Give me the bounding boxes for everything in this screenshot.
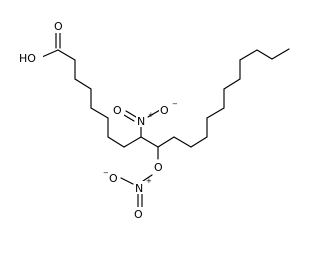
hydroxyl-label: HO — [19, 52, 36, 65]
ester-oxygen-label: O — [154, 161, 163, 174]
bond-c20-c21 — [271, 48, 290, 60]
bond-c8-c9 — [123, 136, 142, 148]
bond-nitro-nitrogen-oxygen-double-b — [123, 114, 135, 122]
bond-ester-oxygen-nitrate-nitrogen — [142, 174, 153, 182]
nitrate-oxygen-charge: − — [103, 169, 109, 177]
bond-nitro-nitrogen-oxygen-double-a — [125, 110, 137, 118]
bond-c18-c19 — [239, 49, 258, 61]
nitrate-nitrogen-label: N — [135, 182, 143, 195]
nitrate-nitrogen-charge: + — [146, 177, 152, 185]
bond-c16-c17 — [223, 78, 241, 90]
bond-c1-c2 — [57, 49, 76, 61]
bond-c14-c15 — [206, 107, 225, 119]
bond-c10-c11 — [157, 136, 175, 148]
nitro-oxygen-charge: − — [172, 100, 178, 108]
nitro-nitrogen-charge: + — [148, 111, 154, 119]
bond-c7-c8 — [107, 136, 125, 148]
bond-c19-c20 — [256, 49, 273, 60]
nitrate-oxygen-double-label: O — [134, 208, 143, 221]
nitro-nitrogen-label: N — [137, 115, 145, 128]
bond-c9-c10 — [140, 136, 159, 148]
bond-nitro-nitrogen-oxygen-single — [147, 109, 161, 118]
molecule-drawing: HO O N + O O − O N + O O − — [18, 19, 290, 221]
bond-c12-c13 — [190, 136, 208, 148]
bond-c5-c6 — [90, 107, 109, 119]
bond-c11-c12 — [173, 136, 192, 148]
bond-nitrate-nitrogen-oxygen-single — [120, 177, 134, 185]
carbonyl-oxygen-label: O — [54, 20, 63, 33]
bond-c3-c4 — [74, 78, 92, 90]
chemical-structure-diagram: HO O N + O O − O N + O O − — [18, 19, 290, 221]
nitrate-oxygen-single-label: O — [109, 172, 118, 185]
bond-c1-hydroxyl — [41, 49, 59, 58]
nitro-oxygen-double-label: O — [113, 104, 122, 117]
nitro-oxygen-single-label: O — [160, 104, 169, 117]
